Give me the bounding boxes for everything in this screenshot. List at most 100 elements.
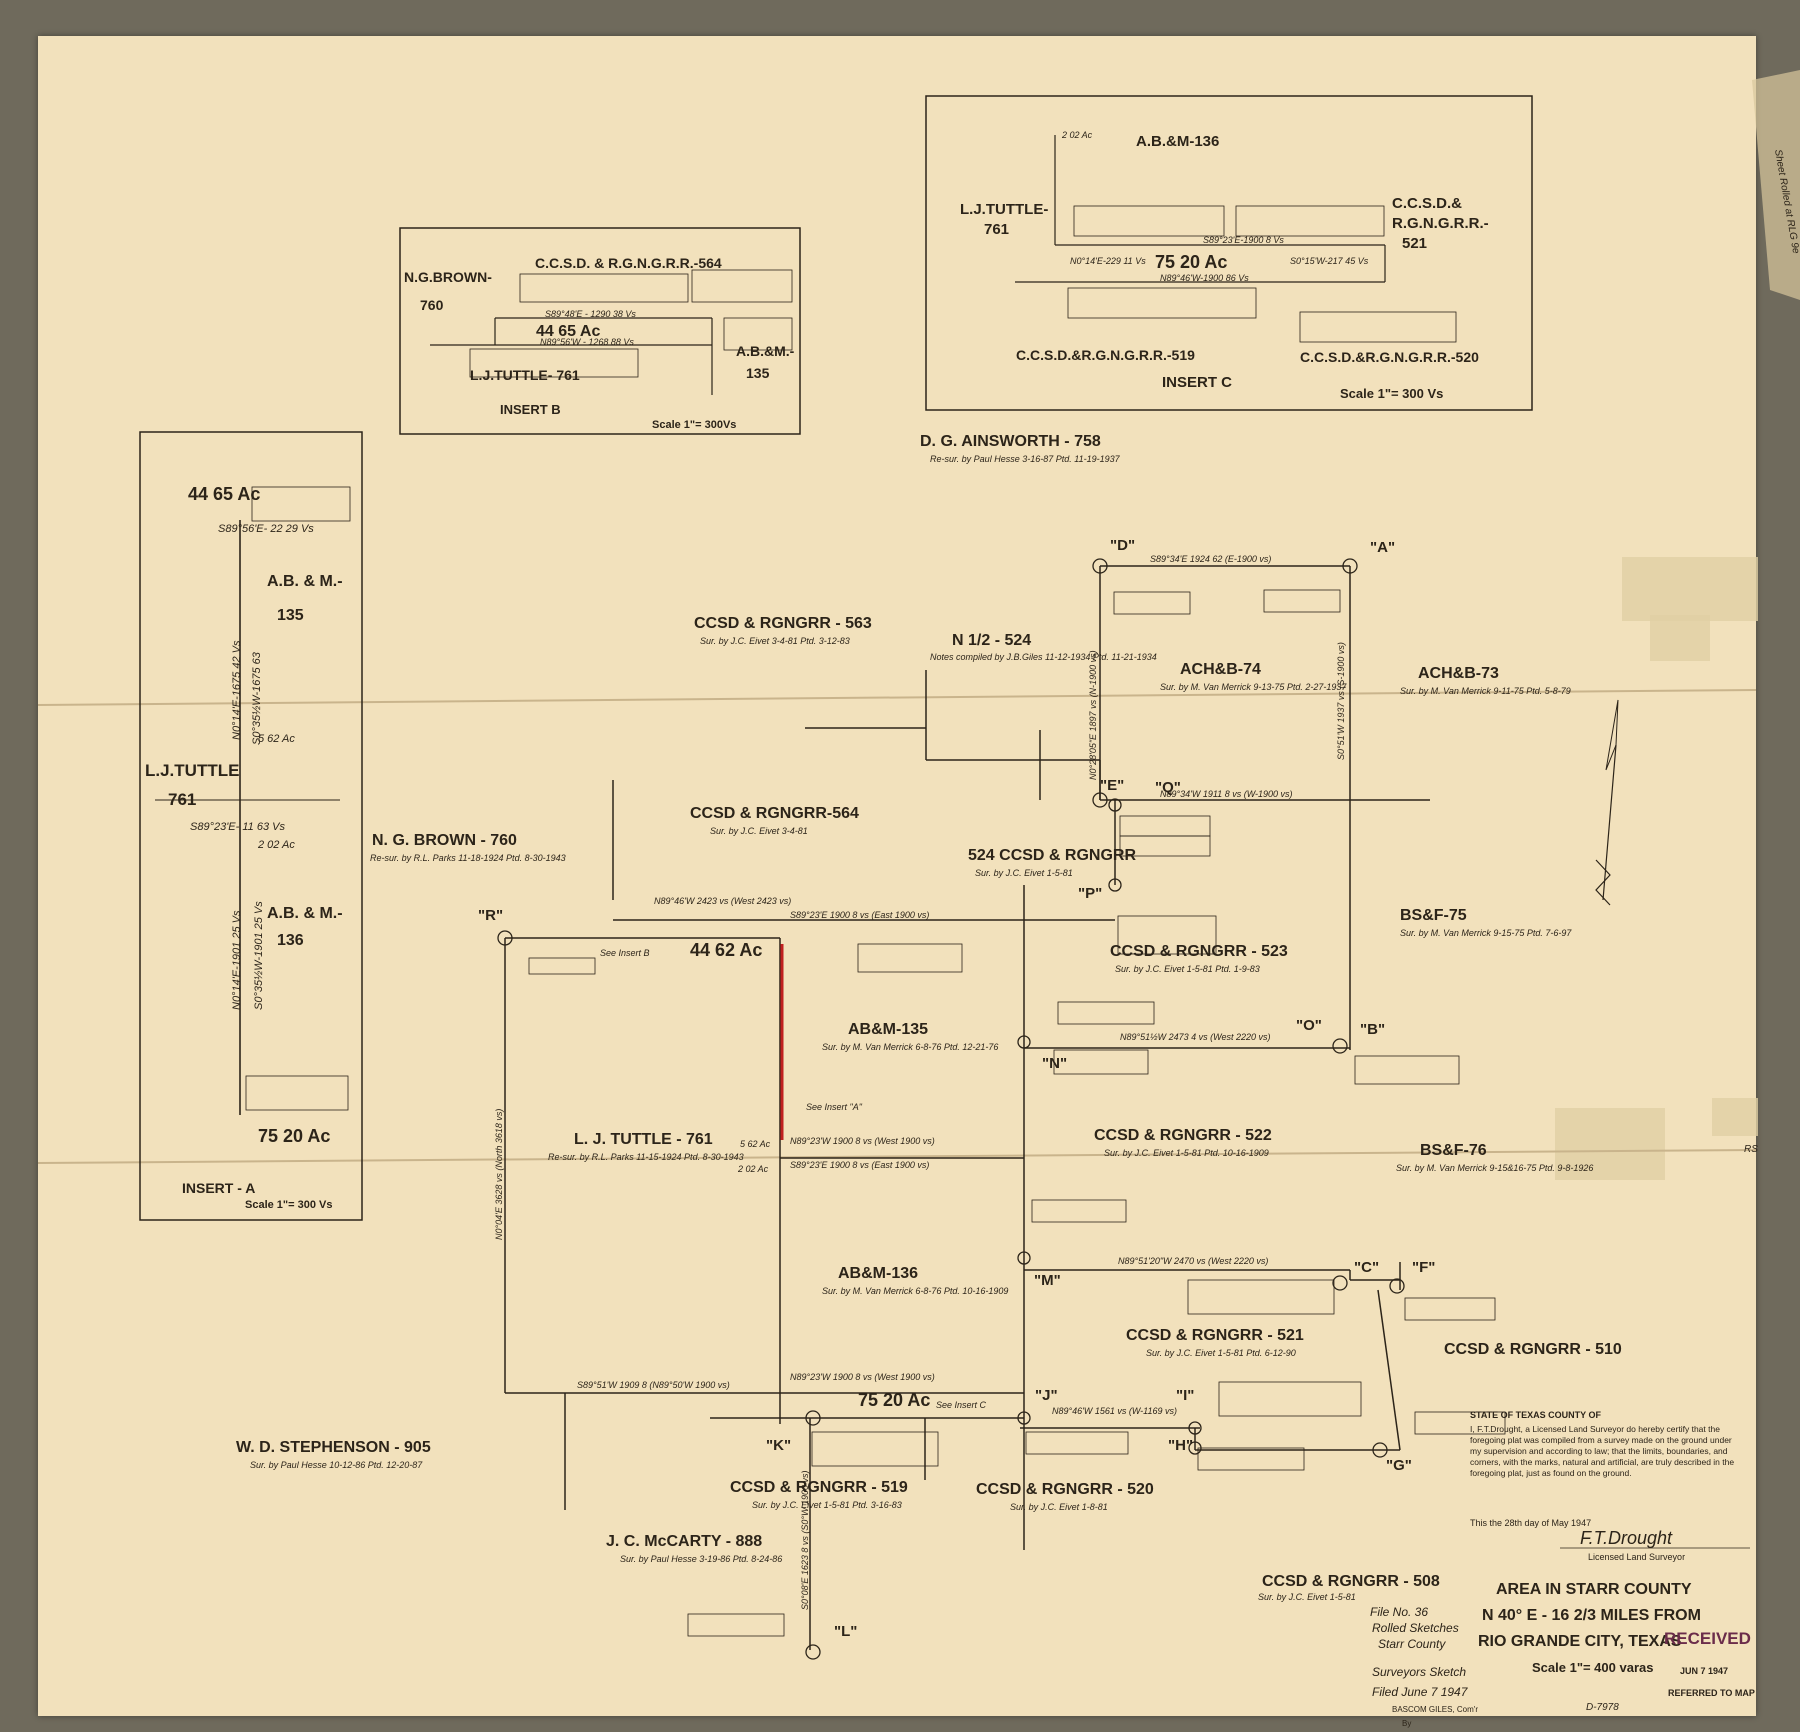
insert-a-tract-num: 761 — [168, 790, 196, 809]
tract-labels: D. G. AINSWORTH - 758 Re-sur. by Paul He… — [236, 433, 1622, 1602]
file-number: File No. 36 — [1370, 1605, 1428, 1619]
call-label: N0°04'E 3628 vs (North 3618 vs) — [494, 1109, 504, 1240]
call-label: S89°51'W 1909 8 (N89°50'W 1900 vs) — [577, 1380, 730, 1390]
tract-note: Re-sur. by R.L. Parks 11-18-1924 Ptd. 8-… — [370, 853, 566, 863]
insert-c-east-num: 521 — [1402, 235, 1427, 252]
north-arrow — [1605, 699, 1619, 771]
call-label: S0°51'W 1937 vs (S-1900 vs) — [1336, 642, 1346, 760]
point-label: "E" — [1100, 777, 1124, 794]
tract-note: Sur. by M. Van Merrick 9-11-75 Ptd. 5-8-… — [1400, 686, 1571, 696]
point-label: "D" — [1110, 537, 1135, 554]
insert-c-west: L.J.TUTTLE- — [960, 201, 1048, 218]
insert-a-frame — [139, 431, 363, 1221]
point-label: "L" — [834, 1623, 857, 1640]
tract-label: CCSD & RGNGRR-564 — [690, 805, 859, 822]
tract-note: Sur. by J.C. Eivet 1-5-81 Ptd. 3-16-83 — [752, 1500, 902, 1510]
insert-c-call-3: N0°14'E-229 11 Vs — [1070, 256, 1146, 266]
tract-note: Sur. by J.C. Eivet 1-5-81 — [1258, 1592, 1356, 1602]
north-arrow-line — [1602, 744, 1617, 901]
insert-a-area-top: 44 65 Ac — [188, 484, 260, 504]
insert-b-title: INSERT B — [500, 402, 561, 417]
tract-label: N 1/2 - 524 — [952, 632, 1031, 649]
file-kind: Rolled Sketches — [1372, 1621, 1459, 1635]
title-line-3: RIO GRANDE CITY, TEXAS — [1478, 1633, 1682, 1650]
insert-c-west-num: 761 — [984, 221, 1009, 238]
insert-c-south-1: C.C.S.D.&R.G.N.G.R.R.-519 — [1016, 347, 1195, 363]
insert-c-north: A.B.&M-136 — [1136, 133, 1219, 150]
call-label: N89°34'W 1911 8 vs (W-1900 vs) — [1160, 789, 1293, 799]
point-label: "B" — [1360, 1021, 1385, 1038]
cert-signature: F.T.Drought — [1580, 1528, 1673, 1548]
point-label: "N" — [1042, 1055, 1067, 1072]
file-county: Starr County — [1378, 1637, 1446, 1651]
insert-b-south: L.J.TUTTLE- 761 — [470, 367, 580, 383]
note-box — [251, 486, 351, 522]
north-arrow-break — [1595, 859, 1611, 906]
insert-c-scale: Scale 1"= 300 Vs — [1340, 386, 1443, 401]
tract-label: ACH&B-74 — [1180, 661, 1261, 678]
call-label: S89°34'E 1924 62 (E-1900 vs) — [1150, 554, 1271, 564]
insert-a-call-6: S0°35½W-1901 25 Vs — [253, 901, 265, 1010]
insert-a-abm135-num: 135 — [277, 607, 304, 624]
call-label: S89°23'E 1900 8 vs (East 1900 vs) — [790, 1160, 929, 1170]
call-label: N89°23'W 1900 8 vs (West 1900 vs) — [790, 1372, 935, 1382]
see-insert-a: See Insert "A" — [806, 1102, 863, 1112]
boundary-lines — [504, 565, 1430, 1650]
torn-corner — [1752, 70, 1800, 300]
tape-patch — [1555, 1108, 1665, 1180]
call-label: N0°28'05"E 1897 vs (N-1900 vs) — [1088, 650, 1098, 780]
point-label: "M" — [1034, 1272, 1061, 1289]
note-box — [1067, 287, 1257, 319]
tract-label: AB&M-135 — [848, 1021, 928, 1038]
file-by: By — [1402, 1719, 1411, 1728]
tract-note: Sur. by Paul Hesse 10-12-86 Ptd. 12-20-8… — [250, 1460, 423, 1470]
call-label: N89°46'W 2423 vs (West 2423 vs) — [654, 896, 791, 906]
tract-note: Sur. by J.C. Eivet 1-8-81 — [1010, 1502, 1108, 1512]
tract-note: Sur. by J.C. Eivet 1-5-81 Ptd. 1-9-83 — [1115, 964, 1260, 974]
tract-note: Sur. by M. Van Merrick 6-8-76 Ptd. 12-21… — [822, 1042, 998, 1052]
tract-label: CCSD & RGNGRR - 523 — [1110, 943, 1288, 960]
file-desc: Surveyors Sketch — [1372, 1665, 1466, 1679]
insert-a-abm136-num: 136 — [277, 932, 304, 949]
note-box — [245, 1075, 349, 1111]
tract-label: CCSD & RGNGRR - 519 — [730, 1479, 908, 1496]
map-sheet — [38, 36, 1756, 1716]
insert-b-north: C.C.S.D. & R.G.N.G.R.R.-564 — [535, 255, 722, 271]
tract-label: CCSD & RGNGRR - 520 — [976, 1481, 1154, 1498]
tract-note: Re-sur. by R.L. Parks 11-15-1924 Ptd. 8-… — [548, 1152, 744, 1162]
insert-b-frame — [399, 227, 801, 435]
file-commissioner: BASCOM GILES, Com'r — [1392, 1705, 1478, 1714]
insert-a-scale: Scale 1"= 300 Vs — [245, 1199, 332, 1211]
tract-note: Sur. by J.C. Eivet 1-5-81 — [975, 868, 1073, 878]
insert-b-west: N.G.BROWN- — [404, 269, 492, 285]
insert-c-call-1: S89°23'E-1900 8 Vs — [1203, 235, 1284, 245]
insert-b-area: 44 65 Ac — [536, 323, 600, 340]
insert-b-east-num: 135 — [746, 365, 770, 381]
call-annotations: S89°34'E 1924 62 (E-1900 vs) N0°28'05"E … — [494, 554, 1346, 1610]
insert-c-call-4: S0°15'W-217 45 Vs — [1290, 256, 1369, 266]
area-lower: 75 20 Ac — [858, 1390, 930, 1410]
call-label: S89°23'E 1900 8 vs (East 1900 vs) — [790, 910, 929, 920]
tract-note: Sur. by J.C. Eivet 1-5-81 Ptd. 6-12-90 — [1146, 1348, 1296, 1358]
insert-b-west-num: 760 — [420, 297, 444, 313]
tract-label: CCSD & RGNGRR - 510 — [1444, 1341, 1622, 1358]
call-label: N89°46'W 1561 vs (W-1169 vs) — [1052, 1406, 1177, 1416]
tract-label: J. C. McCARTY - 888 — [606, 1533, 762, 1550]
tract-label: CCSD & RGNGRR - 521 — [1126, 1327, 1304, 1344]
insert-c-ac-2: 2 02 Ac — [1061, 130, 1093, 140]
see-insert-c: See Insert C — [936, 1400, 987, 1410]
insert-a-ac-5: 5 62 Ac — [258, 733, 295, 745]
cert-date: This the 28th day of May 1947 — [1470, 1518, 1591, 1528]
point-label: "C" — [1354, 1259, 1379, 1276]
insert-a-call-2: S89°23'E- 11 63 Vs — [190, 821, 285, 833]
point-label: "G" — [1386, 1457, 1412, 1474]
insert-c-call-2: N89°46'W-1900 86 Vs — [1160, 273, 1249, 283]
call-label: N89°51½W 2473 4 vs (West 2220 vs) — [1120, 1032, 1271, 1042]
title-line-1: AREA IN STARR COUNTY — [1496, 1581, 1692, 1598]
doc-number: D-7978 — [1586, 1702, 1619, 1713]
tract-label: CCSD & RGNGRR - 508 — [1262, 1573, 1440, 1590]
insert-b-call-2: N89°56'W - 1268 88 Vs — [540, 337, 634, 347]
tract-label: L. J. TUTTLE - 761 — [574, 1131, 713, 1148]
fold-line — [37, 1149, 1757, 1164]
